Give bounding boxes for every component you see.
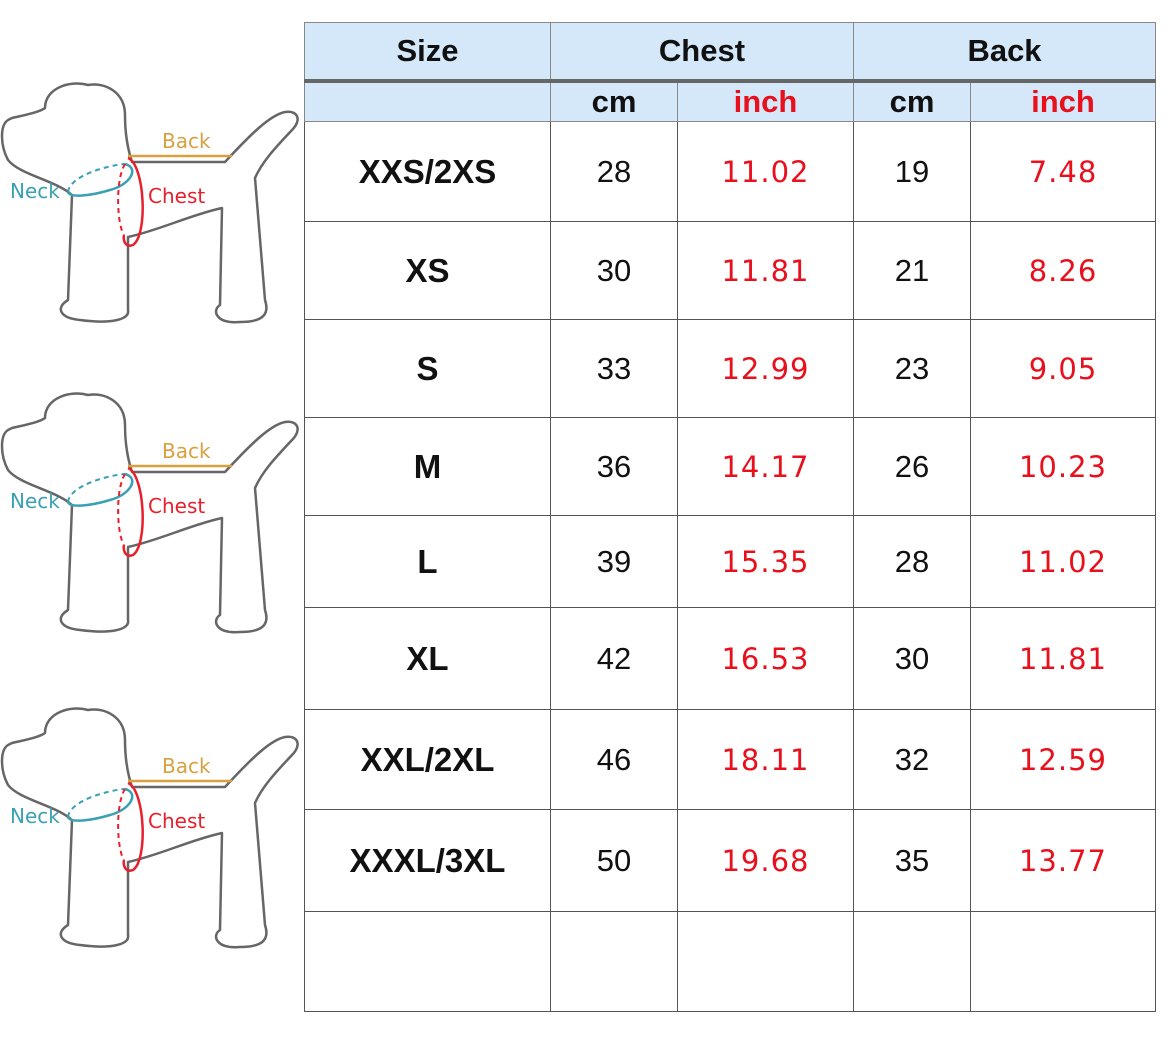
cell-chest-inch: 16.53 bbox=[677, 607, 854, 710]
cell-chest-inch: 11.81 bbox=[677, 221, 854, 320]
cell-chest-inch: 15.35 bbox=[677, 515, 854, 608]
header-row: Size Chest Back bbox=[304, 22, 1156, 82]
cell-size: XXXL/3XL bbox=[304, 809, 551, 912]
neck-label: Neck bbox=[10, 804, 60, 828]
cell-chest-cm: 46 bbox=[550, 709, 678, 810]
cell-size bbox=[304, 911, 551, 1012]
cell-size: L bbox=[304, 515, 551, 608]
subheader-empty bbox=[304, 79, 551, 122]
subheader-back-inch: inch bbox=[970, 79, 1156, 122]
header-size: Size bbox=[304, 22, 551, 82]
back-label: Back bbox=[162, 754, 211, 778]
header-chest: Chest bbox=[550, 22, 854, 82]
cell-size: S bbox=[304, 319, 551, 418]
cell-chest-inch: 12.99 bbox=[677, 319, 854, 418]
header-back: Back bbox=[853, 22, 1156, 82]
chest-label: Chest bbox=[148, 494, 205, 518]
cell-chest-cm: 39 bbox=[550, 515, 678, 608]
cell-size: M bbox=[304, 417, 551, 516]
cell-back-cm: 21 bbox=[853, 221, 971, 320]
cell-chest-cm: 50 bbox=[550, 809, 678, 912]
cell-chest-cm: 36 bbox=[550, 417, 678, 516]
cell-back-inch: 13.77 bbox=[970, 809, 1156, 912]
cell-chest-inch: 14.17 bbox=[677, 417, 854, 516]
cell-chest-inch: 19.68 bbox=[677, 809, 854, 912]
back-label: Back bbox=[162, 129, 211, 153]
chest-label: Chest bbox=[148, 184, 205, 208]
cell-back-cm: 35 bbox=[853, 809, 971, 912]
cell-chest-cm: 30 bbox=[550, 221, 678, 320]
neck-label: Neck bbox=[10, 489, 60, 513]
cell-chest-inch: 11.02 bbox=[677, 121, 854, 222]
cell-chest-inch bbox=[677, 911, 854, 1012]
cell-size: XS bbox=[304, 221, 551, 320]
dog-measurement-diagram: Back Neck Chest bbox=[0, 80, 310, 330]
cell-chest-cm: 33 bbox=[550, 319, 678, 418]
cell-back-cm: 30 bbox=[853, 607, 971, 710]
cell-back-cm: 28 bbox=[853, 515, 971, 608]
cell-back-inch: 11.81 bbox=[970, 607, 1156, 710]
cell-size: XL bbox=[304, 607, 551, 710]
cell-back-inch: 7.48 bbox=[970, 121, 1156, 222]
cell-size: XXL/2XL bbox=[304, 709, 551, 810]
subheader-chest-cm: cm bbox=[550, 79, 678, 122]
cell-chest-cm: 28 bbox=[550, 121, 678, 222]
cell-back-cm bbox=[853, 911, 971, 1012]
cell-back-inch: 11.02 bbox=[970, 515, 1156, 608]
cell-back-cm: 23 bbox=[853, 319, 971, 418]
dog-outline bbox=[0, 82, 299, 324]
back-label: Back bbox=[162, 439, 211, 463]
cell-back-inch: 8.26 bbox=[970, 221, 1156, 320]
dog-outline bbox=[0, 392, 299, 634]
cell-back-inch: 10.23 bbox=[970, 417, 1156, 516]
cell-back-inch: 9.05 bbox=[970, 319, 1156, 418]
neck-label: Neck bbox=[10, 179, 60, 203]
cell-chest-inch: 18.11 bbox=[677, 709, 854, 810]
dog-measurement-diagram: Back Neck Chest bbox=[0, 390, 310, 640]
cell-back-cm: 19 bbox=[853, 121, 971, 222]
subheader-row: cm inch cm inch bbox=[304, 79, 1156, 122]
dog-measurement-diagram: Back Neck Chest bbox=[0, 705, 310, 955]
cell-chest-cm: 42 bbox=[550, 607, 678, 710]
cell-back-cm: 26 bbox=[853, 417, 971, 516]
subheader-chest-inch: inch bbox=[677, 79, 854, 122]
cell-back-inch: 12.59 bbox=[970, 709, 1156, 810]
cell-back-cm: 32 bbox=[853, 709, 971, 810]
subheader-back-cm: cm bbox=[853, 79, 971, 122]
chest-label: Chest bbox=[148, 809, 205, 833]
table-row bbox=[304, 911, 1156, 1012]
dog-outline bbox=[0, 707, 299, 949]
cell-size: XXS/2XS bbox=[304, 121, 551, 222]
cell-chest-cm bbox=[550, 911, 678, 1012]
cell-back-inch bbox=[970, 911, 1156, 1012]
